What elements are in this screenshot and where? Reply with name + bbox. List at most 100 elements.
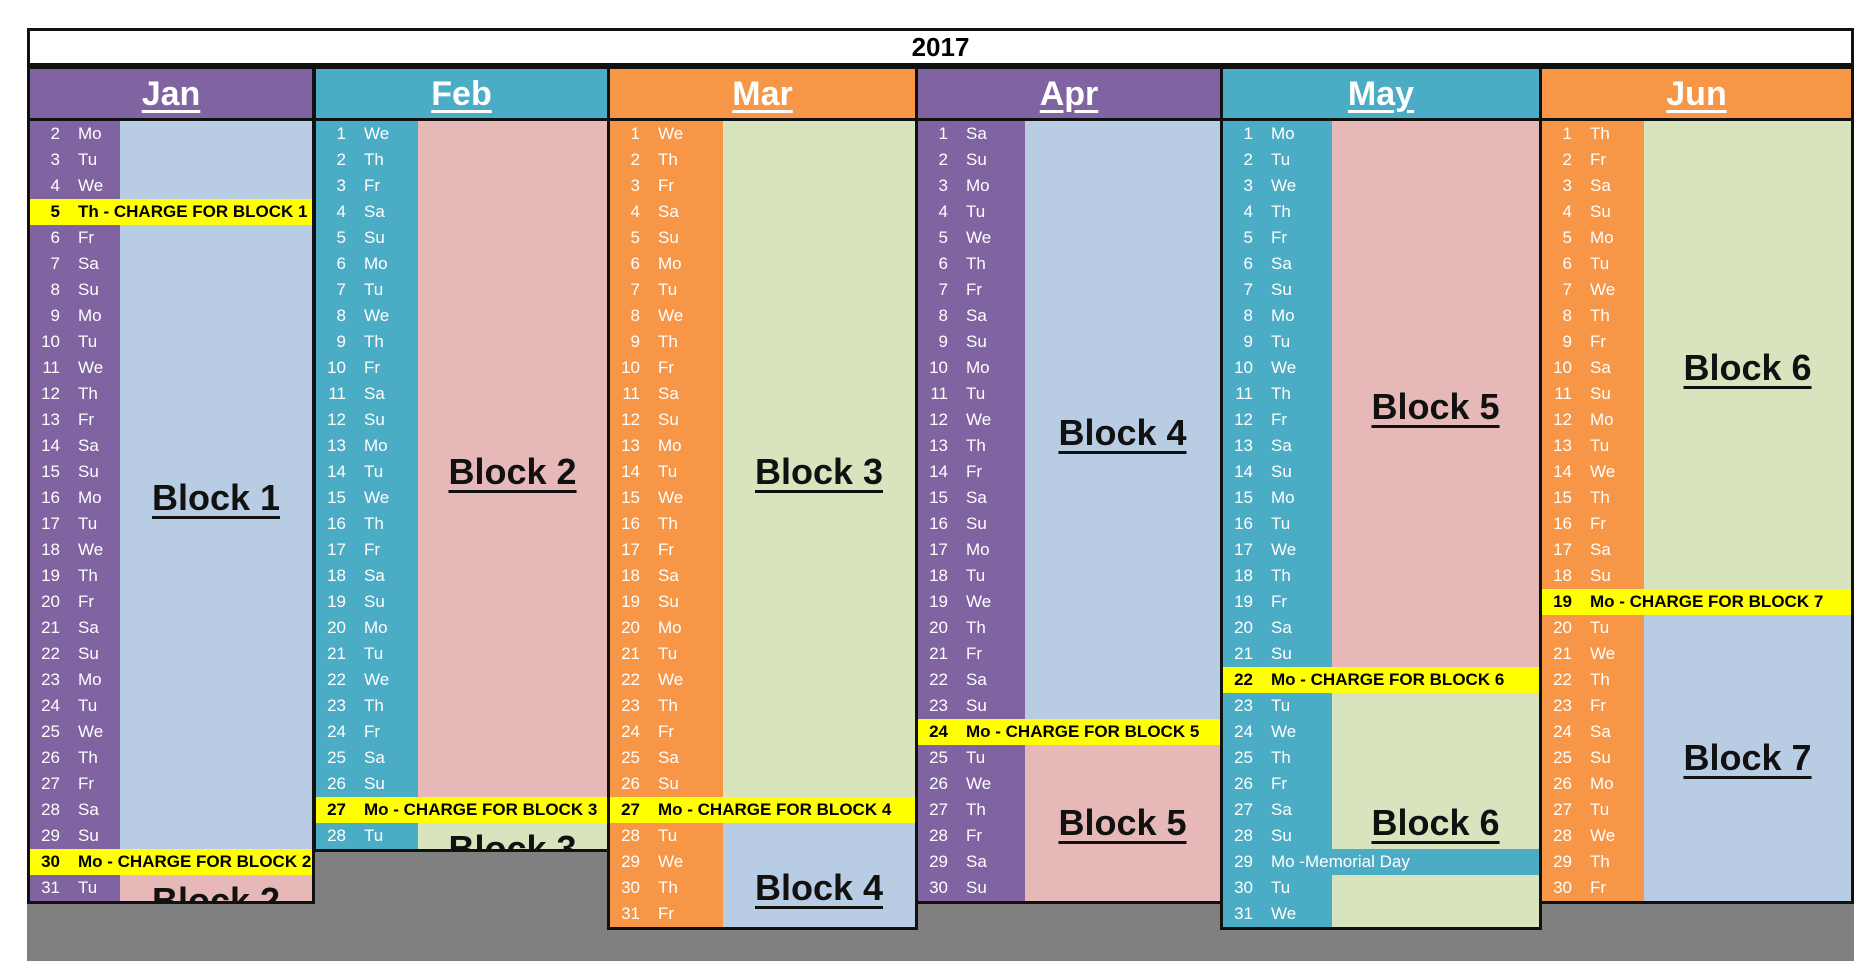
weekday: Th bbox=[1590, 488, 1610, 507]
day-number: 2 bbox=[938, 150, 948, 169]
weekday: We bbox=[1590, 462, 1616, 481]
day-number: 1 bbox=[938, 124, 948, 143]
weekday: We bbox=[966, 592, 992, 611]
weekday: Fr bbox=[1271, 228, 1288, 247]
weekday: Tu bbox=[1590, 254, 1610, 273]
day-number: 12 bbox=[1553, 410, 1572, 429]
day-number: 16 bbox=[621, 514, 640, 533]
weekday: Th bbox=[1590, 124, 1610, 143]
day-number: 24 bbox=[929, 722, 948, 741]
day-number: 9 bbox=[1243, 332, 1253, 351]
weekday: Tu bbox=[1590, 618, 1610, 637]
day-number: 4 bbox=[630, 202, 640, 221]
day-number: 17 bbox=[327, 540, 346, 559]
day-number: 24 bbox=[41, 696, 60, 715]
day-number: 5 bbox=[50, 202, 60, 221]
block-block-6: Block 6 bbox=[1644, 121, 1851, 615]
day-column bbox=[316, 121, 418, 849]
day-number: 11 bbox=[1235, 384, 1253, 403]
day-number: 22 bbox=[1553, 670, 1572, 689]
day-number: 10 bbox=[327, 358, 346, 377]
weekday: Su bbox=[1271, 280, 1292, 299]
day-number: 17 bbox=[1553, 540, 1572, 559]
month-header: May bbox=[1223, 69, 1539, 121]
day-number: 29 bbox=[41, 826, 60, 845]
holiday-label: Mo -Memorial Day bbox=[1271, 852, 1410, 871]
day-number: 4 bbox=[1243, 202, 1253, 221]
day-number: 4 bbox=[50, 176, 60, 195]
day-number: 15 bbox=[1234, 488, 1253, 507]
day-number: 7 bbox=[630, 280, 640, 299]
weekday: Mo bbox=[78, 670, 102, 689]
day-number: 20 bbox=[41, 592, 60, 611]
weekday: Sa bbox=[1271, 800, 1292, 819]
weekday: Fr bbox=[966, 826, 983, 845]
day-number: 19 bbox=[327, 592, 346, 611]
weekday: Sa bbox=[364, 202, 385, 221]
day-number: 8 bbox=[336, 306, 346, 325]
day-number: 3 bbox=[630, 176, 640, 195]
day-number: 23 bbox=[1553, 696, 1572, 715]
day-number: 15 bbox=[1553, 488, 1572, 507]
weekday: Su bbox=[966, 696, 987, 715]
day-number: 17 bbox=[41, 514, 60, 533]
day-number: 27 bbox=[621, 800, 640, 819]
weekday: Su bbox=[1590, 384, 1611, 403]
day-number: 29 bbox=[1234, 852, 1253, 871]
weekday: Th bbox=[78, 566, 98, 585]
weekday: Sa bbox=[966, 306, 987, 325]
day-number: 11 bbox=[930, 384, 948, 403]
weekday: Fr bbox=[364, 540, 381, 559]
weekday: Fr bbox=[1590, 332, 1607, 351]
weekday: Fr bbox=[1590, 150, 1607, 169]
day-number: 24 bbox=[621, 722, 640, 741]
day-number: 6 bbox=[336, 254, 346, 273]
day-number: 19 bbox=[929, 592, 948, 611]
month-name: Apr bbox=[1039, 75, 1099, 113]
day-number: 12 bbox=[327, 410, 346, 429]
weekday: Fr bbox=[1271, 592, 1288, 611]
day-number: 21 bbox=[929, 644, 948, 663]
block-label: Block 6 bbox=[1371, 802, 1500, 843]
block-label: Block 2 bbox=[448, 451, 577, 492]
weekday: Su bbox=[1590, 566, 1611, 585]
weekday: Fr bbox=[1271, 774, 1288, 793]
day-number: 8 bbox=[50, 280, 60, 299]
weekday: Mo bbox=[1271, 488, 1295, 507]
weekday: Th bbox=[658, 150, 678, 169]
month-header: Jun bbox=[1542, 69, 1851, 121]
